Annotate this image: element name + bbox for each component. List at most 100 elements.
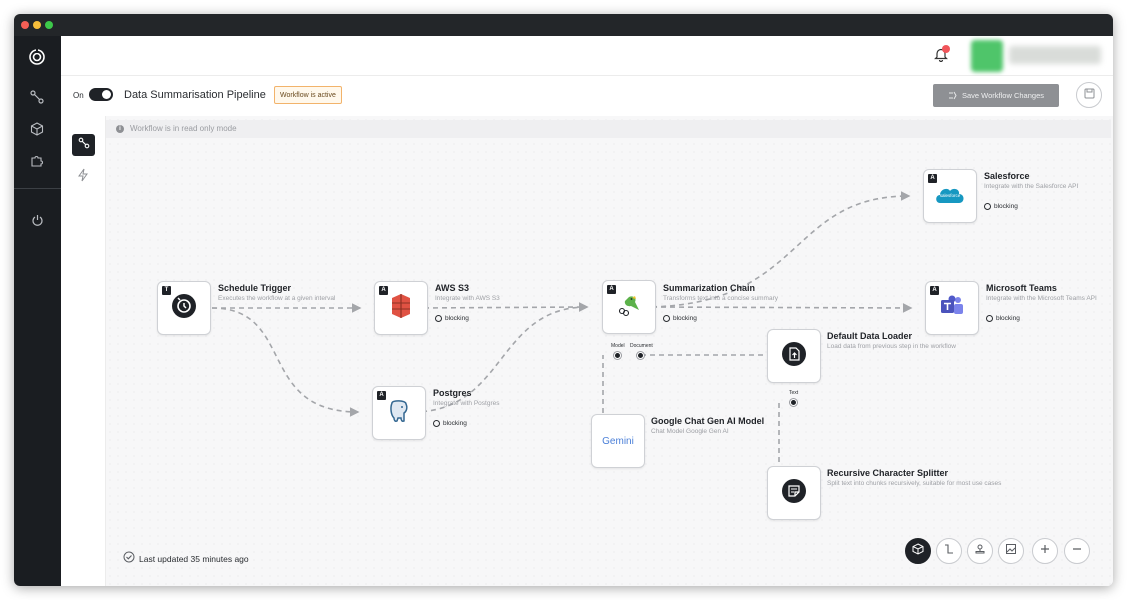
postgres-blocking: blocking [433, 420, 467, 427]
blocking-icon [986, 315, 993, 322]
blocking-icon [433, 420, 440, 427]
edge-s3-summarization [414, 302, 589, 312]
schedule-trigger-node[interactable]: T [157, 281, 211, 335]
notification-bell-icon[interactable] [934, 45, 950, 63]
aws-s3-blocking: blocking [435, 315, 469, 322]
save-workflow-label: Save Workflow Changes [962, 91, 1044, 100]
save-disk-button[interactable] [1076, 82, 1102, 108]
readonly-notice-text: Workflow is in read only mode [130, 124, 237, 133]
zoom-in-icon [1039, 542, 1051, 560]
edge-summarization-teams [642, 303, 913, 313]
model-port-label: Model [611, 343, 625, 349]
workflow-header: On Data Summarisation Pipeline Workflow … [61, 76, 1113, 116]
microsoft-teams-node[interactable]: A [925, 281, 979, 335]
edges-layer [211, 191, 913, 465]
parrot-chain-icon [615, 292, 643, 323]
connector-icon [943, 542, 955, 560]
edge-summarization-salesforce [642, 191, 911, 308]
lightning-icon[interactable] [77, 168, 91, 182]
last-updated-text: Last updated 35 minutes ago [139, 554, 249, 564]
maximize-window-dot[interactable] [45, 21, 53, 29]
info-icon: i [116, 125, 124, 133]
model-port[interactable] [614, 352, 621, 359]
document-port-label: Document [630, 343, 653, 349]
edge-postgres-summarization [412, 302, 589, 413]
sidebar [14, 36, 61, 586]
minimize-window-dot[interactable] [33, 21, 41, 29]
splitter-desc: Split text into chunks recursively, suit… [827, 480, 1002, 487]
user-name-blurred [1009, 46, 1101, 64]
postgres-node[interactable]: A [372, 386, 426, 440]
action-badge: A [607, 285, 616, 294]
gemini-model-node[interactable]: Gemini [591, 414, 645, 468]
summarization-desc: Transforms text into a concise summary [663, 295, 778, 302]
summarization-title: Summarization Chain [663, 283, 756, 293]
workflow-canvas[interactable]: i Workflow is in read only mode T [106, 116, 1113, 586]
aws-s3-node[interactable]: A [374, 281, 428, 335]
edge-schedule-postgres [211, 307, 360, 417]
save-workflow-button[interactable]: Save Workflow Changes [933, 84, 1059, 107]
summarization-blocking: blocking [663, 315, 697, 322]
workflow-status-badge: Workflow is active [274, 86, 342, 104]
stamp-icon [974, 542, 986, 560]
summarization-chain-node[interactable]: A [602, 280, 656, 334]
check-circle-icon [123, 550, 135, 568]
aws-s3-desc: Integrate with AWS S3 [435, 295, 500, 302]
action-badge: A [379, 286, 388, 295]
postgres-desc: Integrate with Postgres [433, 400, 500, 407]
titlebar [14, 14, 1113, 36]
default-data-loader-node[interactable] [767, 329, 821, 383]
app-window: On Data Summarisation Pipeline Workflow … [14, 14, 1113, 586]
splitter-title: Recursive Character Splitter [827, 468, 949, 478]
readonly-notice-bar: i Workflow is in read only mode [106, 120, 1111, 138]
cube-icon [912, 542, 924, 560]
recursive-splitter-node[interactable] [767, 466, 821, 520]
text-port-label: Text [789, 390, 799, 396]
image-tool-button[interactable] [998, 538, 1024, 564]
teams-blocking: blocking [986, 315, 1020, 322]
text-port[interactable] [790, 399, 797, 406]
schedule-trigger-desc: Executes the workflow at a given interva… [218, 295, 336, 302]
connector-tool-button[interactable] [936, 538, 962, 564]
puzzle-icon[interactable] [26, 150, 48, 172]
user-avatar[interactable] [971, 40, 1003, 72]
workflow-view-button[interactable] [72, 134, 95, 156]
trigger-badge: T [162, 286, 171, 295]
cube-icon[interactable] [26, 118, 48, 140]
salesforce-logo-text: salesforce [939, 193, 961, 198]
postgres-elephant-icon [386, 398, 412, 429]
gemini-title: Google Chat Gen AI Model [651, 416, 765, 426]
app-logo-icon[interactable] [26, 46, 48, 68]
blocking-icon [663, 315, 670, 322]
workflow-icon[interactable] [26, 86, 48, 108]
salesforce-title: Salesforce [984, 171, 1030, 181]
image-icon [1005, 542, 1017, 560]
teams-desc: Integrate with the Microsoft Teams API [986, 295, 1097, 302]
canvas-left-pane [61, 116, 106, 586]
salesforce-node[interactable]: A salesforce [923, 169, 977, 223]
active-toggle[interactable] [89, 88, 113, 101]
upload-file-icon [781, 341, 807, 372]
splitter-icon [781, 478, 807, 509]
zoom-in-button[interactable] [1032, 538, 1058, 564]
close-window-dot[interactable] [21, 21, 29, 29]
salesforce-cloud-icon: salesforce [934, 185, 966, 207]
workflow-name: Data Summarisation Pipeline [124, 89, 266, 101]
data-loader-title: Default Data Loader [827, 331, 913, 341]
zoom-out-button[interactable] [1064, 538, 1090, 564]
action-badge: A [930, 286, 939, 295]
gemini-logo: Gemini [602, 435, 634, 447]
toggle-label: On [73, 91, 84, 100]
salesforce-blocking: blocking [984, 203, 1018, 210]
power-icon[interactable] [26, 209, 48, 231]
blocking-icon [984, 203, 991, 210]
floppy-disk-icon [1084, 86, 1095, 104]
data-loader-desc: Load data from previous step in the work… [827, 343, 956, 350]
postgres-title: Postgres [433, 388, 472, 398]
sidebar-divider [14, 188, 61, 189]
cube-tool-button[interactable] [905, 538, 931, 564]
salesforce-desc: Integrate with the Salesforce API [984, 183, 1079, 190]
document-port[interactable] [637, 352, 644, 359]
stamp-tool-button[interactable] [967, 538, 993, 564]
zoom-out-icon [1071, 542, 1083, 560]
